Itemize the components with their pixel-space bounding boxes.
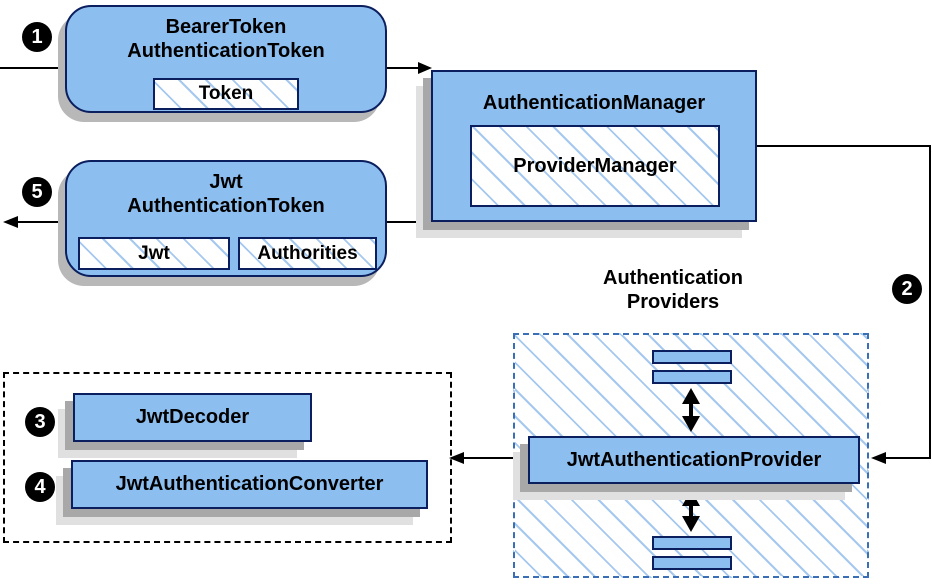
provider-placeholder-bar-top-1 xyxy=(652,350,732,364)
node-jwt-decoder: JwtDecoder xyxy=(73,393,312,442)
arrow-provider-to-decoder-box xyxy=(449,452,514,464)
provider-placeholder-bar-top-2 xyxy=(652,370,732,384)
node-bearer-token-authentication-token: BearerToken AuthenticationToken Token xyxy=(65,5,387,113)
step-badge-2: 2 xyxy=(892,274,922,304)
arrow-authmanager-to-provider xyxy=(757,145,931,464)
authentication-providers-label: Authentication Providers xyxy=(545,266,801,314)
provider-manager-chip: ProviderManager xyxy=(470,125,720,207)
node-jwt-authentication-converter: JwtAuthenticationConverter xyxy=(71,460,428,509)
authorities-chip: Authorities xyxy=(238,237,377,270)
authentication-manager-title: AuthenticationManager xyxy=(482,92,706,114)
jwt-token-title-line1: Jwt xyxy=(209,171,243,193)
bearer-token-title-line1: BearerToken xyxy=(165,16,287,38)
double-arrow-provider-down xyxy=(682,490,700,532)
node-jwt-authentication-provider: JwtAuthenticationProvider xyxy=(528,436,860,484)
provider-placeholder-bar-bottom-2 xyxy=(652,556,732,570)
provider-placeholder-bar-bottom-1 xyxy=(652,536,732,550)
step-badge-3: 3 xyxy=(25,407,55,437)
node-jwt-authentication-token: Jwt AuthenticationToken Jwt Authorities xyxy=(65,160,387,277)
authentication-providers-label-line1: Authentication xyxy=(603,267,743,289)
step-badge-4: 4 xyxy=(25,472,55,502)
jwt-token-title-line2: AuthenticationToken xyxy=(127,195,325,217)
step-badge-5: 5 xyxy=(22,177,52,207)
step-badge-1: 1 xyxy=(22,22,52,52)
token-chip: Token xyxy=(153,78,299,110)
authentication-providers-label-line2: Providers xyxy=(626,291,720,313)
jwt-chip: Jwt xyxy=(78,237,230,270)
arrow-jwttoken-out xyxy=(3,216,66,228)
bearer-token-title-line2: AuthenticationToken xyxy=(127,40,325,62)
double-arrow-provider-up xyxy=(682,388,700,432)
arrow-bearer-to-authmanager xyxy=(387,62,432,74)
node-authentication-manager: AuthenticationManager ProviderManager xyxy=(431,70,757,222)
